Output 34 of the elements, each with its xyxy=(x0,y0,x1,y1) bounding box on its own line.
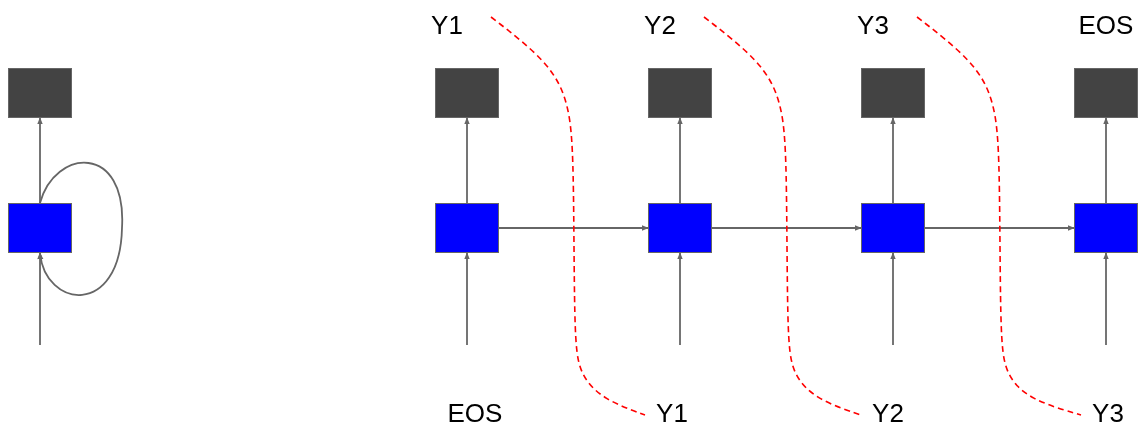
cell-box xyxy=(648,203,712,253)
arrow xyxy=(677,117,683,204)
cell-box xyxy=(648,68,712,118)
cell-box xyxy=(1074,203,1138,253)
arrow xyxy=(38,162,123,296)
text-label: EOS xyxy=(1066,8,1146,42)
arrow xyxy=(464,117,470,204)
arrow xyxy=(924,225,1075,231)
cell-box xyxy=(435,203,499,253)
arrow xyxy=(1103,252,1109,346)
arrow xyxy=(677,252,683,346)
cell-box xyxy=(1074,68,1138,118)
arrow xyxy=(1103,117,1109,204)
arrow xyxy=(711,225,862,231)
text-label: Y2 xyxy=(632,8,688,42)
arrow xyxy=(890,252,896,346)
cell-box xyxy=(861,68,925,118)
arrow xyxy=(464,252,470,346)
cell-box xyxy=(861,203,925,253)
arrow xyxy=(890,117,896,204)
dashed-connector xyxy=(916,16,1082,416)
cell-box xyxy=(435,68,499,118)
text-label: Y1 xyxy=(645,396,699,430)
text-label: Y1 xyxy=(419,8,475,42)
text-label: EOS xyxy=(433,396,517,430)
text-label: Y3 xyxy=(845,8,901,42)
arrow xyxy=(37,117,43,204)
arrow xyxy=(498,225,649,231)
dashed-connector xyxy=(703,16,862,416)
dashed-connector xyxy=(490,16,646,416)
text-label: Y2 xyxy=(861,396,915,430)
cell-box xyxy=(8,68,72,118)
cell-box xyxy=(8,203,72,253)
text-label: Y3 xyxy=(1081,396,1135,430)
